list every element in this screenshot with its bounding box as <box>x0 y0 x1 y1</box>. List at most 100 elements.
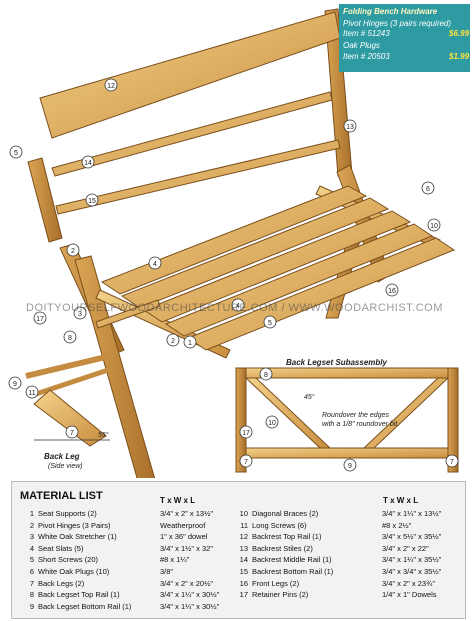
seat-slat <box>142 210 412 323</box>
subassembly-note-1: Roundover the edges <box>322 412 389 419</box>
part-dimensions: 3/4" x 5½" x 35½" <box>382 532 442 542</box>
diagonal-brace-right <box>362 377 450 449</box>
part-number: 9 <box>29 601 34 611</box>
callout <box>231 298 245 312</box>
backrest-stile-left <box>27 157 63 243</box>
hardware-item-number: Item # 20503 <box>343 52 390 61</box>
part-name: Seat Supports (2) <box>38 509 97 518</box>
part-dimensions: 3/4" x 1¼" x 30½" <box>160 590 220 600</box>
part-number: 16 <box>239 578 248 588</box>
callout-label: 9 <box>348 463 352 470</box>
part-dimensions: 3/4" x 3/4" x 35½" <box>382 567 442 576</box>
hardware-item-price: $1.99 <box>449 52 470 61</box>
column-header: T x W x L <box>160 496 196 505</box>
callout <box>343 458 357 472</box>
back-leg-sub: (Side view) <box>48 463 83 470</box>
diagonal-brace-left <box>244 377 332 449</box>
part-name: Back Legset Top Rail (1) <box>38 590 120 600</box>
callout-label: 10 <box>268 420 276 427</box>
part-number: 14 <box>239 555 248 565</box>
callout-label: 4 <box>236 303 240 310</box>
part-name: Back Legset Bottom Rail (1) <box>38 601 132 611</box>
callout <box>343 119 357 133</box>
part-name: Backrest Top Rail (1) <box>252 532 322 542</box>
callout <box>265 415 279 429</box>
part-number: 17 <box>239 590 248 600</box>
callout <box>385 283 399 297</box>
callout-label: 3 <box>78 311 82 318</box>
subassembly-note-2: with a 1/8" roundover bit. <box>322 421 400 428</box>
part-dimensions: 3/4" x 1¼" x 13½" <box>382 509 442 518</box>
callout-label: 17 <box>36 316 44 323</box>
part-dimensions: 3/4" x 2" x 22" <box>382 543 429 553</box>
part-number: 3 <box>29 532 34 542</box>
part-name: Diagonal Braces (2) <box>252 509 319 518</box>
bottom-rail <box>235 447 459 459</box>
part-dimensions: #8 x 1¼" <box>160 555 190 565</box>
callout <box>263 315 277 329</box>
part-name: Long Screws (6) <box>252 520 307 530</box>
oak-stretcher <box>95 299 161 329</box>
part-dimensions: 1" x 36" dowel <box>160 532 208 542</box>
part-dimensions: #8 x 2½" <box>382 520 412 530</box>
part-number: 2 <box>29 520 34 530</box>
hardware-item-desc: Oak Plugs <box>343 41 380 50</box>
part-dimensions: 3/4" x 2" x 13½" <box>160 509 214 518</box>
callout <box>81 155 95 169</box>
callout-label: 8 <box>264 372 268 379</box>
callout-label: 1 <box>188 340 192 347</box>
callout-label: 14 <box>84 160 92 167</box>
callout <box>259 367 273 381</box>
part-dimensions: 3/4" x 1¼" x 35½" <box>382 555 442 565</box>
part-dimensions: 1/4" x 1" Dowels <box>382 590 437 600</box>
callout-label: 7 <box>244 459 248 466</box>
callout <box>166 333 180 347</box>
callout-label: 7 <box>70 430 74 437</box>
callout <box>9 145 23 159</box>
back-leg-left <box>74 255 156 478</box>
callout-label: 12 <box>107 83 115 90</box>
callout-label: 8 <box>68 335 72 342</box>
part-name: Short Screws (20) <box>38 555 99 565</box>
seat-slat <box>186 237 456 351</box>
part-dimensions: 3/4" x 1½" x 32" <box>160 543 214 553</box>
callout-label: 15 <box>88 198 96 205</box>
callout <box>445 454 459 468</box>
part-number: 7 <box>29 578 34 588</box>
backrest-middle-rail <box>51 91 333 177</box>
part-number: 11 <box>240 520 248 530</box>
backrest-bottom-rail <box>55 139 341 215</box>
part-dimensions: 3/8" <box>160 567 174 576</box>
callout-label: 11 <box>28 390 35 397</box>
part-number: 15 <box>239 567 248 576</box>
callout <box>239 454 253 468</box>
callout <box>421 181 435 195</box>
callout <box>239 425 253 439</box>
callout <box>33 311 47 325</box>
part-name: Retainer Pins (2) <box>252 590 309 600</box>
callout <box>427 218 441 232</box>
part-name: Pivot Hinges (3 Pairs) <box>38 520 111 530</box>
part-name: Backrest Stiles (2) <box>252 543 313 553</box>
callout <box>25 385 39 399</box>
callout-label: 5 <box>268 320 272 327</box>
bench-illustration: 12 14 13 5 15 6 10 4 2 16 3 17 5 4 1 2 8… <box>8 8 459 478</box>
callout-label: 2 <box>171 338 175 345</box>
back-leg-label: Back Leg <box>44 452 80 461</box>
column-header: T x W x L <box>383 496 419 505</box>
retainer-pin <box>25 353 111 379</box>
hardware-item-price: $6.99 <box>449 29 470 38</box>
seat-slat <box>100 185 368 295</box>
callout-label: 4 <box>153 261 157 268</box>
callout-label: 16 <box>388 288 396 295</box>
